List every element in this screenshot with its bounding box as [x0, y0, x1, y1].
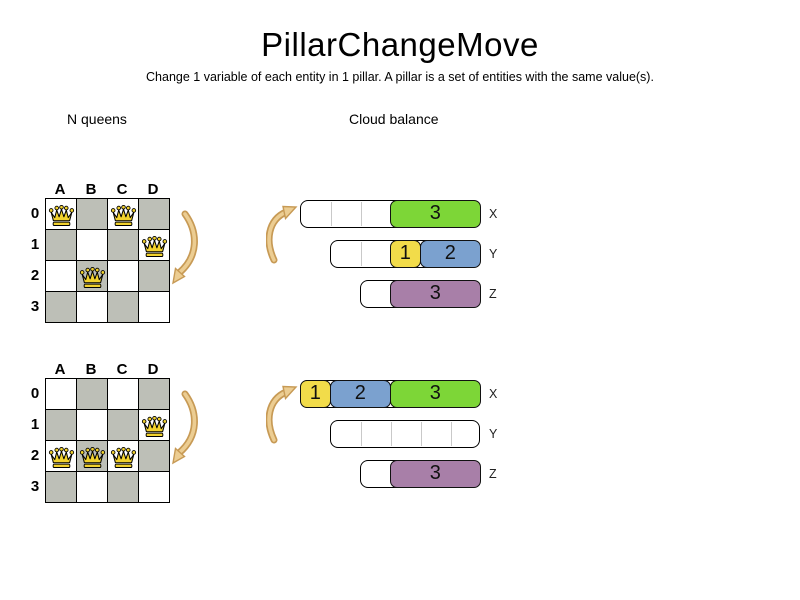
row-label: 2 [30, 447, 40, 464]
section-label-cloudbalance: Cloud balance [349, 111, 439, 127]
column-label: B [85, 181, 98, 198]
board-cell [46, 199, 76, 229]
column-label: C [116, 361, 129, 378]
column-label: B [85, 361, 98, 378]
capacity-divider [361, 202, 362, 226]
row-label: 3 [30, 298, 40, 315]
board-cell [108, 199, 138, 229]
queen-icon [79, 267, 105, 289]
board-cell [139, 199, 169, 229]
board-cell [77, 410, 107, 440]
computer-label: Y [489, 427, 498, 441]
pillar-move-arrow-cloud-bottom [266, 385, 298, 444]
board-cell [139, 472, 169, 502]
pillar-move-arrow-nqueens-bottom [172, 390, 198, 465]
board-cell [77, 472, 107, 502]
queen-icon [110, 205, 136, 227]
board-cell [139, 410, 169, 440]
capacity-divider [361, 242, 362, 266]
board-cell [108, 261, 138, 291]
queen-icon [79, 447, 105, 469]
page-subtitle: Change 1 variable of each entity in 1 pi… [146, 70, 654, 84]
process-block: 3 [389, 379, 481, 408]
pillar-move-arrow-cloud-top [266, 205, 298, 264]
computer-label: X [489, 387, 498, 401]
board-cell [46, 410, 76, 440]
row-label: 0 [30, 385, 40, 402]
computer-label: Z [489, 287, 497, 301]
computer-label: Z [489, 467, 497, 481]
board-cell [139, 292, 169, 322]
computer-bar-z: 3 [360, 459, 481, 488]
page-title: PillarChangeMove [261, 26, 539, 63]
row-label: 2 [30, 267, 40, 284]
capacity-divider [361, 422, 362, 446]
board-cell [108, 379, 138, 409]
board-cell [46, 441, 76, 471]
capacity-divider [331, 202, 332, 226]
board-cell [77, 292, 107, 322]
queen-icon [141, 236, 167, 258]
board-cell [108, 472, 138, 502]
pillar-move-arrow-nqueens-top [172, 210, 198, 285]
process-block: 1 [389, 239, 421, 268]
board-cell [77, 379, 107, 409]
chessboard-grid [45, 198, 170, 323]
board-cell [108, 230, 138, 260]
queen-icon [48, 447, 74, 469]
section-label-nqueens: N queens [67, 111, 127, 127]
queen-icon [110, 447, 136, 469]
queen-icon [141, 416, 167, 438]
column-label: A [54, 361, 67, 378]
board-cell [77, 230, 107, 260]
capacity-divider [451, 422, 452, 446]
row-label: 1 [30, 236, 40, 253]
column-label: C [116, 181, 129, 198]
process-block: 2 [419, 239, 481, 268]
board-column-labels: A B C D [45, 361, 169, 378]
board-cell [46, 261, 76, 291]
computer-bar-x: 3 [300, 199, 481, 228]
column-label: A [54, 181, 67, 198]
chessboard-before: A B C D 0 1 2 3 [28, 181, 178, 326]
chessboard-after: A B C D 0 1 2 3 [28, 361, 178, 506]
board-column-labels: A B C D [45, 181, 169, 198]
computer-bar-z: 3 [360, 279, 481, 308]
chessboard-grid [45, 378, 170, 503]
row-label: 3 [30, 478, 40, 495]
board-cell [46, 472, 76, 502]
board-cell [77, 261, 107, 291]
board-cell [108, 441, 138, 471]
board-row-labels: 0 1 2 3 [28, 198, 42, 322]
board-cell [108, 292, 138, 322]
process-block: 2 [329, 379, 391, 408]
process-block: 3 [389, 199, 481, 228]
board-cell [46, 230, 76, 260]
row-label: 1 [30, 416, 40, 433]
computer-label: Y [489, 247, 498, 261]
process-block: 3 [389, 279, 481, 308]
board-cell [77, 199, 107, 229]
capacity-divider [391, 422, 392, 446]
queen-icon [48, 205, 74, 227]
board-cell [46, 292, 76, 322]
board-cell [77, 441, 107, 471]
computer-bar-y [330, 420, 480, 448]
column-label: D [147, 181, 160, 198]
board-cell [139, 441, 169, 471]
board-cell [139, 230, 169, 260]
column-label: D [147, 361, 160, 378]
row-label: 0 [30, 205, 40, 222]
process-block: 3 [389, 459, 481, 488]
computer-label: X [489, 207, 498, 221]
board-row-labels: 0 1 2 3 [28, 378, 42, 502]
board-cell [108, 410, 138, 440]
process-block: 1 [299, 379, 331, 408]
capacity-divider [421, 422, 422, 446]
board-cell [139, 379, 169, 409]
board-cell [139, 261, 169, 291]
board-cell [46, 379, 76, 409]
